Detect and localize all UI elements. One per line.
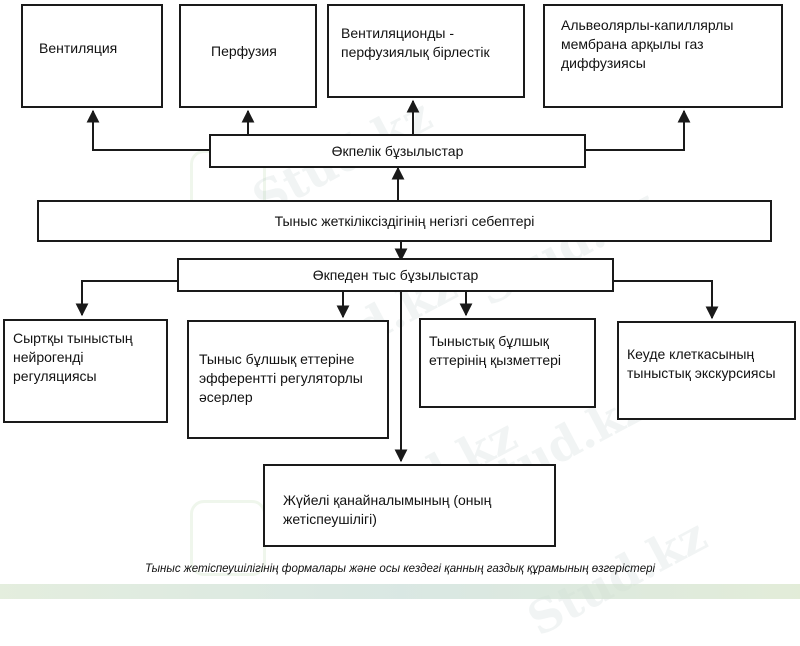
external-neurogenic-label: Сыртқы тыныстың нейрогенді регуляциясы bbox=[13, 330, 133, 384]
extrapulmonary-box: Өкпеден тыс бұзылыстар bbox=[177, 258, 614, 292]
systemic-label: Жүйелі қанайналымының (оның жетіспеушілі… bbox=[283, 492, 492, 527]
ventilation-box: Вентиляция bbox=[21, 4, 163, 108]
vp-relation-label: Вентиляционды - перфузиялық бірлестік bbox=[341, 25, 490, 60]
pulmonary-box: Өкпелік бұзылыстар bbox=[209, 134, 586, 168]
alveolar-box: Альвеолярлы-капиллярлы мембрана арқылы г… bbox=[543, 4, 783, 108]
pulmonary-label: Өкпелік бұзылыстар bbox=[331, 143, 464, 159]
footer-band bbox=[0, 584, 800, 599]
main-causes-box: Тыныс жеткіліксіздігінің негізгі себепте… bbox=[37, 200, 772, 242]
efferent-label: Тыныс бұлшық еттеріне эфферентті регулят… bbox=[199, 351, 363, 405]
main-causes-label: Тыныс жеткіліксіздігінің негізгі себепте… bbox=[274, 213, 535, 229]
muscle-function-box: Тыныстық бұлшық еттерінің қызметтері bbox=[419, 318, 596, 408]
vp-relation-box: Вентиляционды - перфузиялық бірлестік bbox=[327, 4, 525, 98]
arrow-to-alveolar bbox=[586, 109, 691, 151]
chest-excursion-box: Кеуде клеткасының тыныстық экскурсиясы bbox=[617, 321, 796, 420]
perfusion-label: Перфузия bbox=[211, 43, 277, 59]
arrow-to-external-neurogenic bbox=[75, 280, 178, 317]
figure-caption: Тыныс жетіспеушілігінің формалары және о… bbox=[144, 563, 656, 575]
arrow-to-chest-excursion bbox=[613, 280, 719, 320]
chest-excursion-label: Кеуде клеткасының тыныстық экскурсиясы bbox=[627, 346, 776, 381]
diagram-connectors bbox=[75, 99, 719, 463]
systemic-box: Жүйелі қанайналымының (оның жетіспеушілі… bbox=[263, 464, 556, 547]
external-neurogenic-box: Сыртқы тыныстың нейрогенді регуляциясы bbox=[3, 319, 168, 423]
arrow-to-ventilation bbox=[86, 109, 210, 151]
extrapulmonary-label: Өкпеден тыс бұзылыстар bbox=[312, 267, 479, 283]
ventilation-label: Вентиляция bbox=[39, 40, 118, 56]
efferent-box: Тыныс бұлшық еттеріне эфферентті регулят… bbox=[187, 320, 389, 439]
alveolar-label: Альвеолярлы-капиллярлы мембрана арқылы г… bbox=[561, 17, 734, 71]
perfusion-box: Перфузия bbox=[179, 4, 317, 108]
muscle-function-label: Тыныстық бұлшық еттерінің қызметтері bbox=[429, 333, 562, 368]
